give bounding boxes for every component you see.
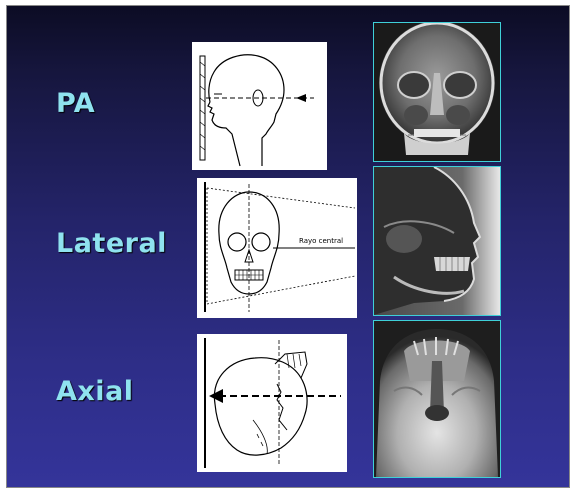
axial-projection-diagram <box>197 334 347 472</box>
pa-xray-image <box>373 22 501 162</box>
skull-axial-projection-icon <box>197 334 347 472</box>
label-lateral: Lateral <box>56 228 167 259</box>
skull-lateral-projection-icon: Rayo central <box>197 178 357 318</box>
central-ray-label: Rayo central <box>299 237 343 245</box>
axial-xray-image <box>373 320 501 478</box>
pa-projection-diagram <box>192 42 327 170</box>
lateral-projection-diagram: Rayo central <box>197 178 357 318</box>
slide-background: PA Lateral Axial <box>6 5 570 488</box>
label-pa: PA <box>56 88 95 119</box>
lateral-xray-image <box>373 166 501 316</box>
label-axial: Axial <box>56 376 134 407</box>
skull-pa-projection-icon <box>192 42 327 170</box>
